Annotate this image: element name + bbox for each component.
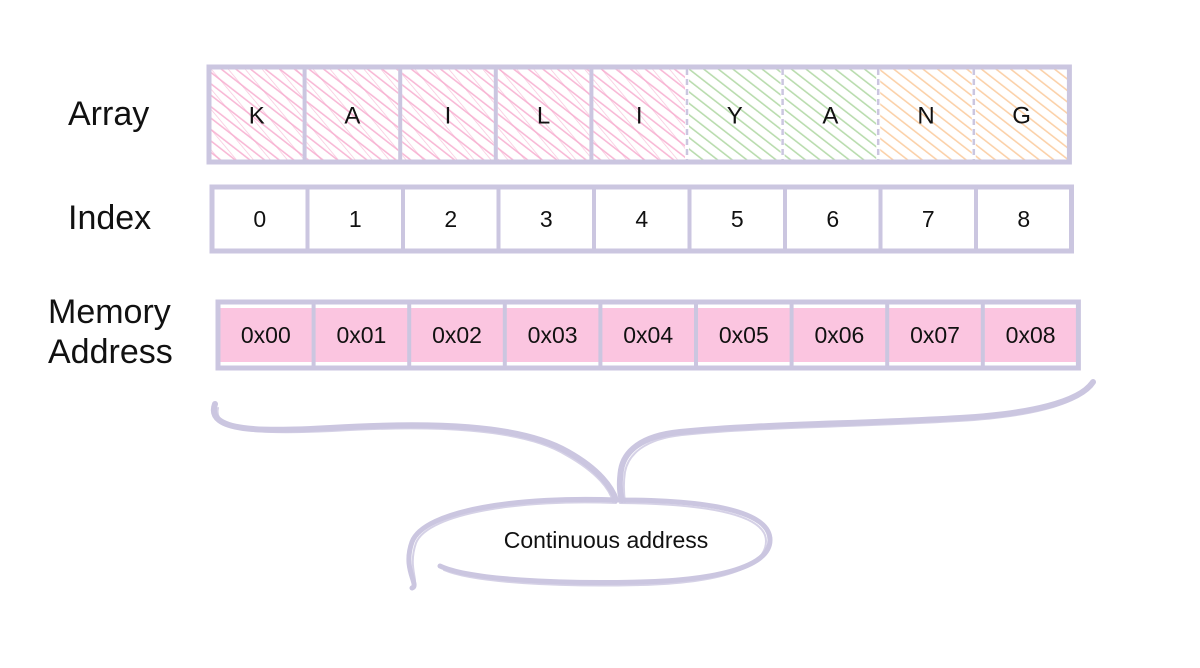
index-cell-value: 1 bbox=[349, 206, 362, 232]
array-cell-char: I bbox=[445, 103, 452, 130]
index-cell-bg bbox=[880, 187, 976, 251]
brace-right-stroke bbox=[616, 379, 1096, 503]
index-cell-bg bbox=[785, 187, 881, 251]
array-cell-char: A bbox=[822, 103, 838, 130]
index-cell-value: 7 bbox=[922, 206, 935, 232]
memory-cell-fill bbox=[505, 308, 600, 362]
array-outline bbox=[206, 64, 1072, 165]
array-cell-hatch bbox=[880, 69, 972, 160]
memory-cell-address: 0x02 bbox=[432, 322, 482, 348]
index-cell-bg bbox=[594, 187, 690, 251]
memory-cell-address: 0x08 bbox=[1006, 322, 1056, 348]
continuous-address-label: Continuous address bbox=[504, 527, 709, 553]
index-cell-bg bbox=[976, 187, 1072, 251]
memory-cell-fill bbox=[314, 308, 409, 362]
index-cell-bg bbox=[307, 187, 403, 251]
array-cell-char: A bbox=[344, 103, 360, 130]
memory-cell-address: 0x06 bbox=[814, 322, 864, 348]
array-cell-char: I bbox=[636, 103, 643, 130]
memory-cell-address: 0x04 bbox=[623, 322, 673, 348]
array-cell-hatch-overlay bbox=[211, 69, 303, 160]
index-cell-bg bbox=[212, 187, 308, 251]
brace-left-stroke bbox=[210, 401, 619, 503]
memory-cell-fill bbox=[792, 308, 887, 362]
memory-cell-address: 0x00 bbox=[241, 322, 291, 348]
brace-right-stroke-sketch bbox=[622, 385, 1091, 503]
memory-cell-address: 0x05 bbox=[719, 322, 769, 348]
index-cell-value: 0 bbox=[253, 206, 266, 232]
ellipse-stroke bbox=[406, 496, 773, 591]
index-outline bbox=[209, 184, 1074, 254]
array-cell-char: L bbox=[537, 103, 550, 130]
index-cell-value: 6 bbox=[826, 206, 839, 232]
brace-left-stroke-sketch bbox=[216, 407, 614, 503]
index-cell-bg bbox=[689, 187, 785, 251]
array-cell-hatch-overlay bbox=[593, 69, 685, 160]
ellipse-stroke-sketch bbox=[411, 501, 768, 587]
array-cell-hatch bbox=[784, 69, 877, 160]
array-cell-hatch bbox=[975, 69, 1068, 160]
index-cell-bg bbox=[498, 187, 594, 251]
array-cell-hatch-overlay bbox=[306, 69, 399, 160]
memory-address-row-label: Memory Address bbox=[48, 292, 173, 372]
memory-cells: 0x00 0x01 0x02 0x03 0x04 0x05 0x06 0x07 0x08 bbox=[215, 299, 1081, 371]
memory-cell-address: 0x03 bbox=[528, 322, 578, 348]
memory-cell-fill bbox=[601, 308, 695, 362]
array-cell-char: K bbox=[249, 103, 265, 130]
index-cell-value: 5 bbox=[731, 206, 744, 232]
index-cell-bg bbox=[403, 187, 499, 251]
array-cell-hatch-overlay bbox=[402, 69, 494, 160]
index-cells: 0 1 2 3 4 5 6 7 8 bbox=[209, 184, 1074, 254]
memory-label-line2: Address bbox=[48, 333, 173, 371]
array-cell-char: G bbox=[1012, 103, 1031, 130]
memory-cell-fill bbox=[983, 308, 1078, 362]
memory-cell-fill bbox=[888, 308, 982, 362]
memory-cell-fill bbox=[697, 308, 791, 362]
annotation-ellipse: Continuous address bbox=[406, 496, 773, 591]
index-cell-value: 3 bbox=[540, 206, 553, 232]
memory-cell-fill bbox=[410, 308, 504, 362]
curly-brace bbox=[210, 379, 1096, 503]
memory-cell-address: 0x07 bbox=[910, 322, 960, 348]
array-cell-char: N bbox=[917, 103, 934, 130]
array-row-label: Array bbox=[68, 95, 150, 133]
array-cell-char: Y bbox=[727, 103, 743, 130]
memory-label-line1: Memory bbox=[48, 293, 171, 331]
array-cell-hatch-overlay bbox=[497, 69, 590, 160]
array-cell-hatch bbox=[689, 69, 781, 160]
index-cell-value: 4 bbox=[635, 206, 648, 232]
memory-cell-fill bbox=[219, 308, 313, 362]
index-cell-value: 8 bbox=[1017, 206, 1030, 232]
memory-outline bbox=[215, 299, 1081, 371]
index-cell-value: 2 bbox=[444, 206, 457, 232]
memory-cell-address: 0x01 bbox=[336, 322, 386, 348]
index-row-label: Index bbox=[68, 199, 152, 237]
